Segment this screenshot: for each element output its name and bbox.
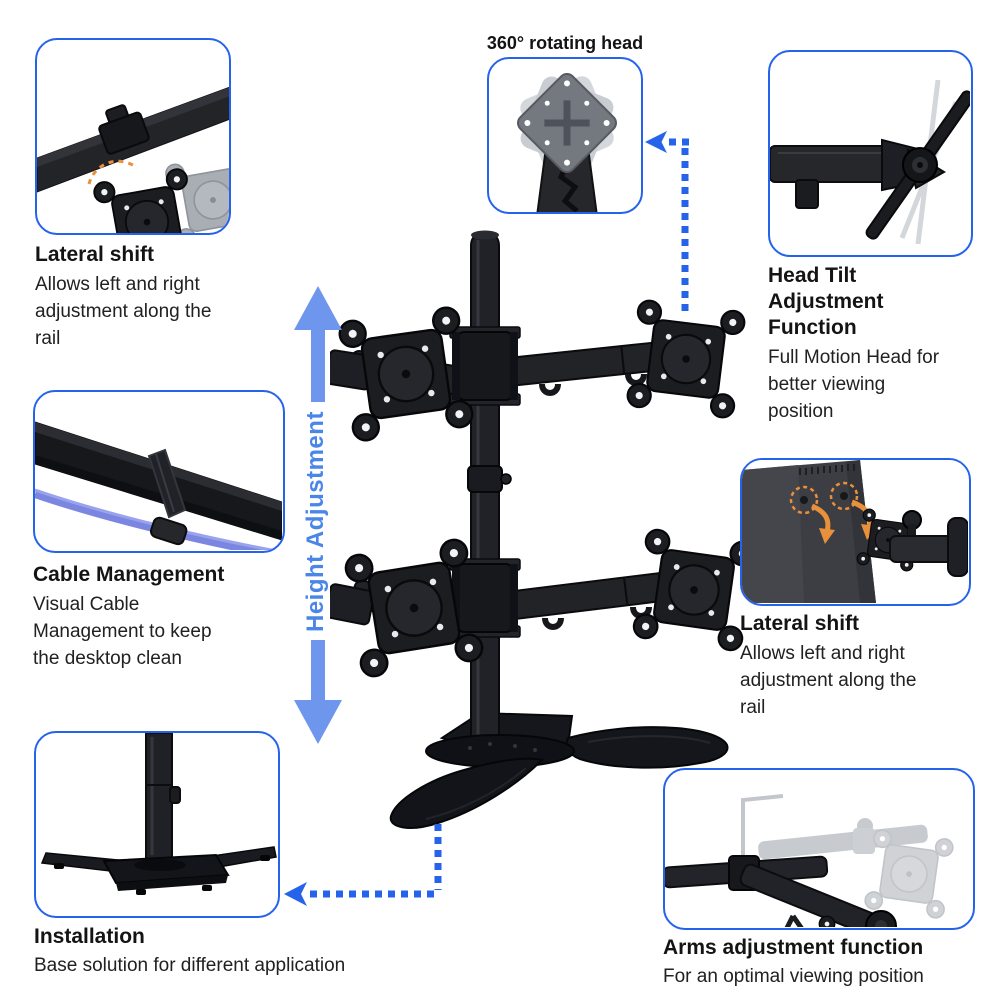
installation-title: Installation bbox=[34, 925, 145, 948]
height-up-arrow-icon bbox=[294, 286, 342, 402]
height-adjustment-label: Height Adjustment bbox=[302, 411, 329, 633]
arms-adjustment-description: For an optimal viewing position bbox=[663, 966, 924, 987]
head-tilt-title: Head Tilt Adjustment Function bbox=[768, 264, 884, 339]
lateral-shift-monitor-image bbox=[742, 460, 968, 603]
rotating-head-image bbox=[516, 72, 618, 212]
head-tilt-card bbox=[768, 50, 973, 257]
arms-adjustment-title: Arms adjustment function bbox=[663, 936, 924, 959]
installation-description: Base solution for different application bbox=[34, 955, 346, 976]
head-tilt-image bbox=[770, 79, 970, 245]
arms-adjustment-card bbox=[663, 768, 975, 930]
installation-base-image bbox=[40, 733, 277, 895]
installation-card bbox=[34, 731, 280, 918]
lateral-shift-top-card bbox=[35, 38, 231, 235]
height-down-arrow-icon bbox=[294, 640, 342, 744]
lateral-shift-top-title: Lateral shift bbox=[35, 243, 155, 266]
lateral-shift-right-card bbox=[740, 458, 971, 606]
head-tilt-description: Full Motion Head for better viewing posi… bbox=[768, 347, 940, 422]
monitor-stand-product-image bbox=[330, 230, 750, 829]
dotted-arrow-to-installation bbox=[284, 824, 442, 906]
cable-management-title: Cable Management bbox=[33, 563, 225, 586]
cable-management-description: Visual Cable Management to keep the desk… bbox=[33, 594, 212, 669]
lateral-shift-right-description: Allows left and right adjustment along t… bbox=[740, 643, 917, 718]
lateral-shift-top-description: Allows left and right adjustment along t… bbox=[35, 274, 212, 349]
rotating-head-card bbox=[487, 57, 643, 214]
cable-management-image bbox=[35, 421, 282, 550]
lateral-shift-rail-image bbox=[37, 86, 229, 233]
dotted-arrow-to-rotating-head bbox=[645, 131, 689, 316]
rotating-head-title: 360° rotating head bbox=[486, 33, 644, 53]
cable-management-card bbox=[33, 390, 285, 553]
lateral-shift-right-title: Lateral shift bbox=[740, 612, 860, 635]
arms-adjustment-image bbox=[665, 794, 955, 927]
